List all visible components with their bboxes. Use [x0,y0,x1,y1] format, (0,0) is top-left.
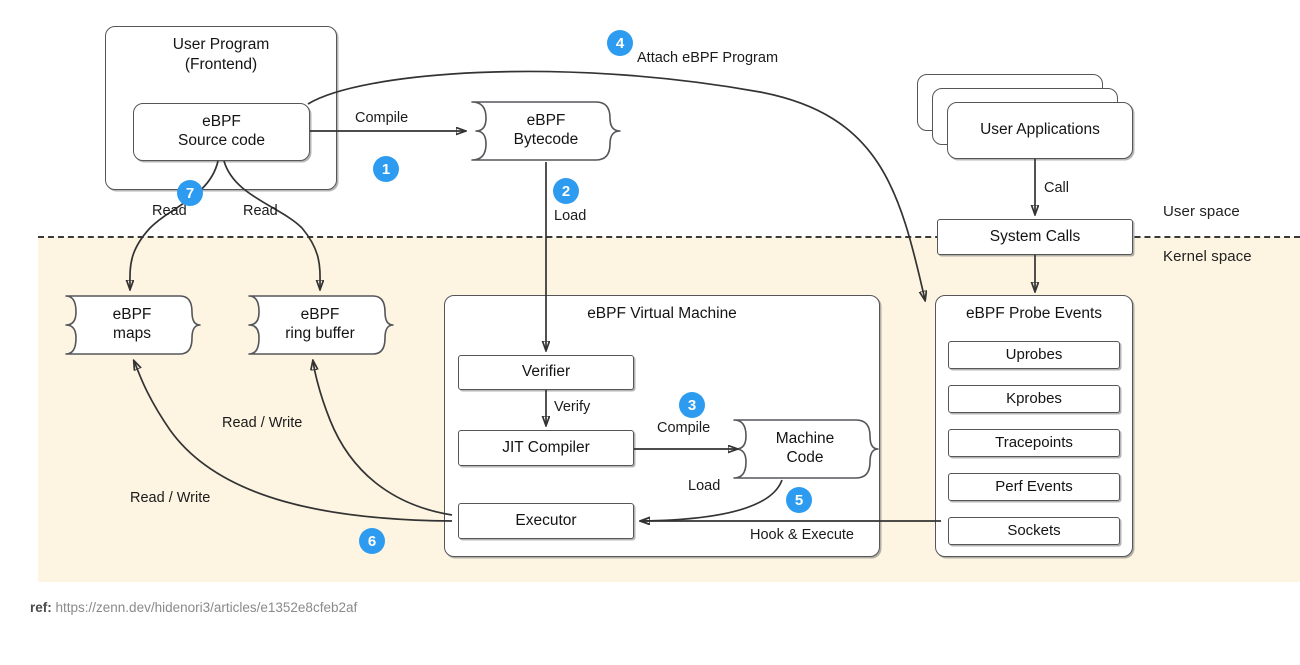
edge-label-hook-and-execute: Hook & Execute [750,527,854,543]
probe-item-perf-events[interactable]: Perf Events [948,473,1120,501]
probe-item-sockets-label: Sockets [1007,521,1061,539]
kernel-space-label: Kernel space [1163,248,1252,265]
probe-item-tracepoints-label: Tracepoints [995,433,1073,451]
edge-label-compile-3: Compile [657,420,711,436]
probe-item-perf-events-label: Perf Events [995,477,1073,495]
node-verifier[interactable]: Verifier [458,355,634,390]
edge-label-load-2: Load [554,208,587,224]
badge-step-3: 3 [679,392,705,418]
edge-label-call: Call [1044,180,1069,196]
ebpf-probe-events-title: eBPF Probe Events [965,305,1103,322]
edge-label-attach-ebpf-program: Attach eBPF Program [637,50,779,66]
footer-ref-tag: ref: [30,600,52,615]
badge-step-5: 5 [786,487,812,513]
jit-compiler-label: JIT Compiler [502,438,590,456]
probe-item-uprobes[interactable]: Uprobes [948,341,1120,369]
edge-label-read-write-maps: Read / Write [130,490,211,506]
node-ebpf-ring-buffer[interactable]: eBPF ring buffer [245,294,395,356]
system-calls-label: System Calls [989,227,1081,245]
user-program-subtitle: (Frontend) [184,55,258,73]
edge-label-read-ring-buffer: Read [243,203,278,219]
edge-label-compile-1: Compile [355,110,409,126]
badge-step-7: 7 [177,180,203,206]
badge-step-4: 4 [607,30,633,56]
probe-item-sockets[interactable]: Sockets [948,517,1120,545]
user-applications-label: User Applications [980,121,1100,139]
probe-item-kprobes-label: Kprobes [1006,389,1062,407]
ebpf-source-code-line1: eBPF [202,113,241,131]
node-user-applications[interactable]: User Applications [947,102,1133,159]
verifier-label: Verifier [521,363,571,381]
probe-item-uprobes-label: Uprobes [1005,345,1063,363]
badge-step-2: 2 [553,178,579,204]
user-program-title: User Program [172,36,270,53]
probe-item-kprobes[interactable]: Kprobes [948,385,1120,413]
badge-step-6: 6 [359,528,385,554]
node-executor[interactable]: Executor [458,503,634,539]
edge-label-verify: Verify [554,399,591,415]
ebpf-virtual-machine-title: eBPF Virtual Machine [587,305,737,322]
badge-step-1: 1 [373,156,399,182]
executor-label: Executor [515,511,577,529]
edge-label-read-write-ring-buffer: Read / Write [222,415,303,431]
node-machine-code[interactable]: Machine Code [730,418,880,480]
node-ebpf-maps[interactable]: eBPF maps [62,294,202,356]
node-ebpf-bytecode[interactable]: eBPF Bytecode [470,100,622,162]
user-space-label: User space [1163,203,1240,220]
ebpf-source-code-line2: Source code [177,132,266,149]
footer-ref-url: https://zenn.dev/hidenori3/articles/e135… [51,600,358,615]
node-jit-compiler[interactable]: JIT Compiler [458,430,634,466]
node-ebpf-source-code[interactable]: eBPF Source code [133,103,310,161]
probe-item-tracepoints[interactable]: Tracepoints [948,429,1120,457]
node-ebpf-probe-events[interactable]: eBPF Probe Events [935,295,1133,557]
edge-label-load-machine-code: Load [688,478,721,494]
footer-reference: ref: https://zenn.dev/hidenori3/articles… [30,600,357,615]
node-system-calls[interactable]: System Calls [937,219,1133,255]
edge-label-read-maps: Read [152,203,187,219]
